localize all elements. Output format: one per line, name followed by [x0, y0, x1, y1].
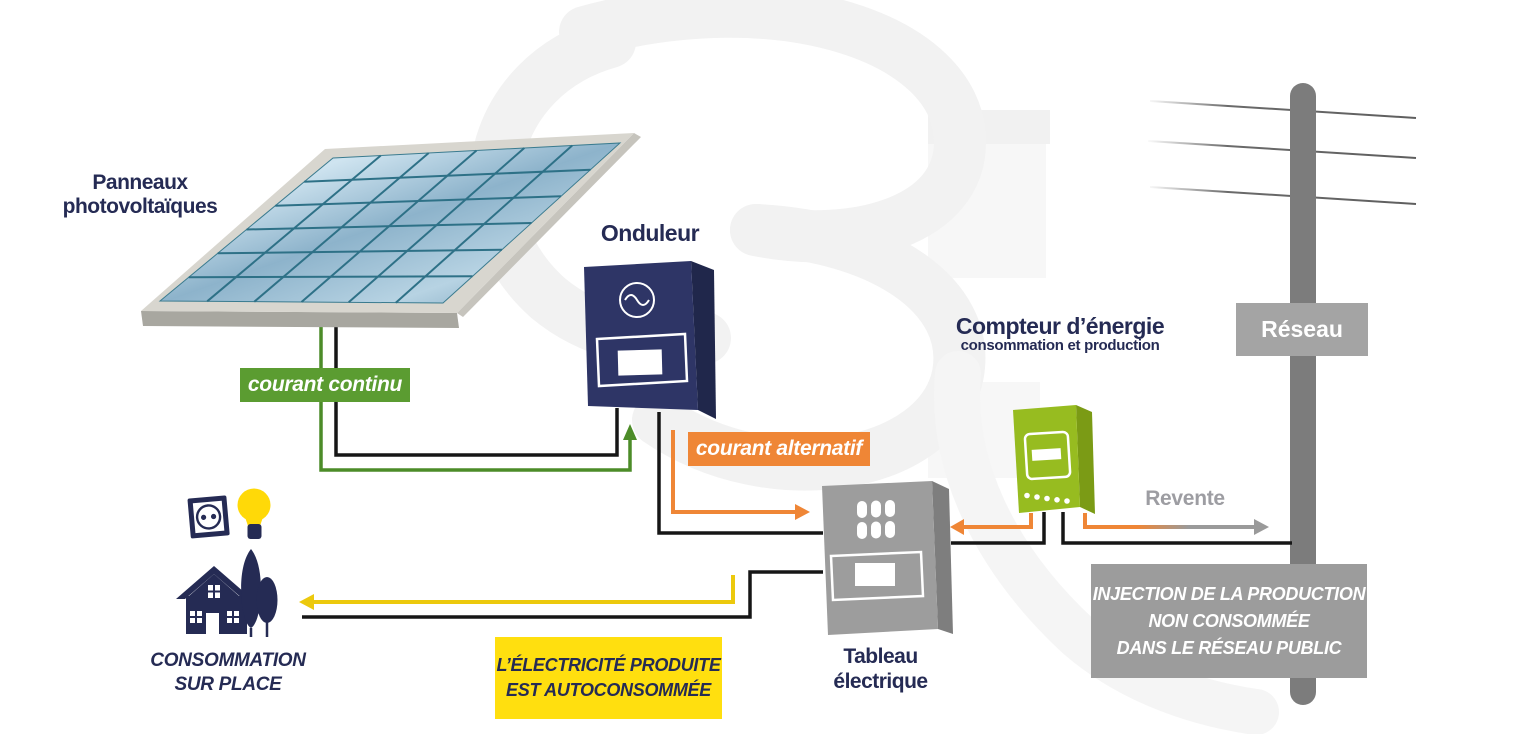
solar-panel-icon — [141, 133, 641, 328]
resale-label: Revente — [1145, 487, 1225, 510]
energy-meter-subtitle: consommation et production — [960, 337, 1160, 354]
power-lines — [1147, 100, 1417, 205]
electrical-board-label: Tableau électrique — [808, 644, 953, 694]
house-to-board-wire — [302, 570, 823, 619]
electrical-board-label-line2: électrique — [833, 670, 928, 693]
house-icon — [176, 566, 252, 634]
meter-to-board-wire — [951, 512, 1046, 545]
board-display-bezel — [829, 550, 925, 602]
trees-icon — [241, 549, 278, 637]
energy-meter-icon — [1013, 405, 1095, 514]
grid-sign-label: Réseau — [1261, 316, 1343, 342]
meter-orange-arrow-line — [962, 513, 1033, 529]
power-outlet-icon — [187, 495, 230, 539]
meter-to-grid-wire — [1061, 512, 1292, 545]
lightbulb-icon — [237, 488, 271, 539]
resale-arrowhead — [1254, 519, 1269, 535]
sine-wave-icon — [619, 282, 655, 318]
grid-injection-note-line1: INJECTION DE LA PRODUCTION — [1092, 583, 1366, 604]
consumption-icons — [176, 488, 278, 637]
selfuse-yellow-arrow-line — [312, 575, 735, 604]
onsite-consumption-line1: CONSOMMATION — [150, 650, 306, 671]
selfuse-yellow-arrowhead — [299, 594, 314, 610]
electrical-board-icon — [822, 481, 953, 635]
inverter-display-bezel — [595, 332, 689, 388]
grid-injection-note-line3: DANS LE RÉSEAU PUBLIC — [1116, 637, 1342, 658]
ac-orange-arrowhead — [795, 504, 810, 520]
energy-meter-label: Compteur d’énergie consommation et produ… — [950, 314, 1170, 354]
self-consumption-note: L’ÉLECTRICITÉ PRODUITE EST AUTOCONSOMMÉE — [495, 637, 722, 719]
dc-green-arrowhead — [623, 424, 637, 440]
dc-current-tag: courant continu — [240, 368, 410, 402]
ac-current-label: courant alternatif — [695, 437, 863, 460]
self-consumption-note-line2: EST AUTOCONSOMMÉE — [506, 680, 711, 700]
solar-panels-label-line2: photovoltaïques — [62, 195, 218, 218]
meter-led-dots — [1024, 492, 1070, 504]
inverter-display-screen — [617, 349, 663, 376]
inverter-icon — [584, 261, 716, 419]
grid-injection-note: INJECTION DE LA PRODUCTION NON CONSOMMÉE… — [1091, 564, 1367, 678]
breaker-switches — [857, 500, 895, 539]
onsite-consumption-line2: SUR PLACE — [174, 674, 282, 695]
ac-orange-arrow-line — [671, 430, 797, 514]
grid-injection-note-line2: NON CONSOMMÉE — [1148, 610, 1310, 631]
inverter-label: Onduleur — [600, 220, 700, 246]
resale-arrow-line — [1083, 513, 1256, 529]
meter-orange-arrowhead — [950, 519, 964, 535]
energy-meter-title: Compteur d’énergie — [955, 313, 1165, 339]
ac-current-tag: courant alternatif — [688, 432, 870, 466]
board-display-screen — [855, 563, 895, 586]
solar-panels-label: Panneaux photovoltaïques — [50, 171, 230, 219]
dc-current-label: courant continu — [247, 373, 403, 396]
utility-pole — [1290, 83, 1316, 705]
inverter-to-board-wire — [657, 412, 823, 535]
meter-display-bezel — [1023, 430, 1072, 481]
meter-display-bar — [1031, 448, 1062, 461]
electrical-board-label-line1: Tableau — [843, 645, 918, 668]
grid-sign: Réseau — [1236, 303, 1368, 356]
onsite-consumption-label: CONSOMMATION SUR PLACE — [143, 649, 313, 697]
self-consumption-note-line1: L’ÉLECTRICITÉ PRODUITE — [496, 655, 721, 675]
solar-panels-label-line1: Panneaux — [92, 171, 188, 194]
